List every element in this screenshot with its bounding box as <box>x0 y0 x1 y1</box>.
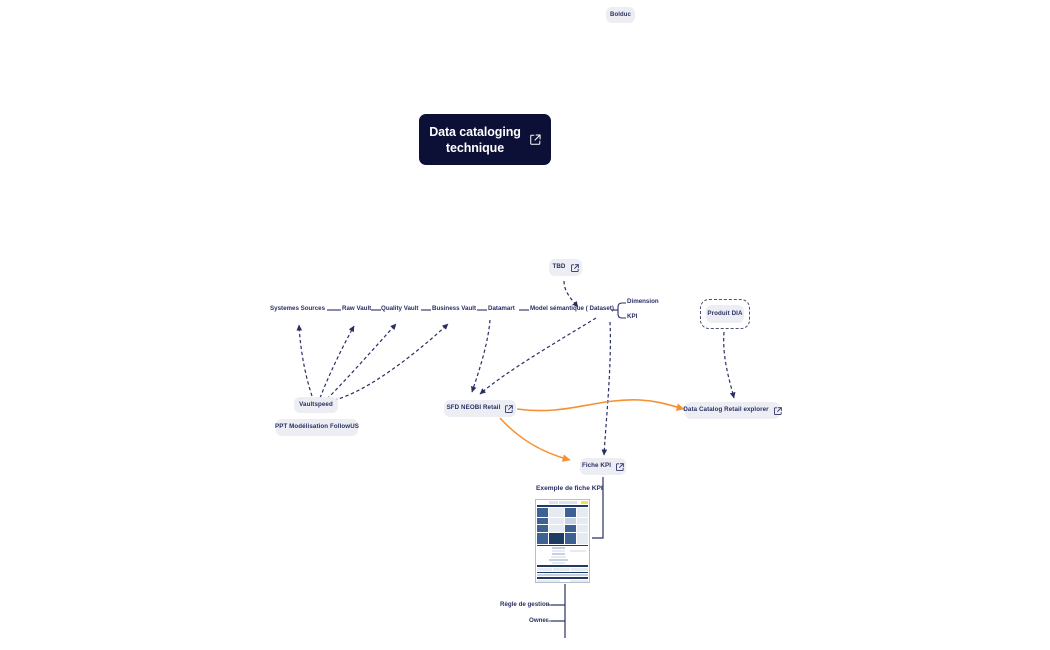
node-fiche-kpi-label: Fiche KPI <box>581 462 612 470</box>
group-frame-produit-dia <box>700 299 750 329</box>
node-data-catalog-explorer-label: Data Catalog Retail explorer <box>683 406 769 414</box>
branch-label: Dimension <box>627 298 659 305</box>
hero-title-line1: Data cataloging <box>429 124 521 139</box>
node-produit-dia-label: Produit DIA <box>707 309 743 317</box>
pipeline-stage-label: Business Vault <box>432 305 477 312</box>
node-produit-dia[interactable]: Produit DIA <box>706 305 744 323</box>
external-link-icon[interactable] <box>530 134 541 145</box>
tag-bolduc[interactable]: Bolduc <box>606 7 635 23</box>
external-link-icon[interactable] <box>505 404 514 413</box>
node-tbd-label: TBD <box>552 263 566 271</box>
tag-bolduc-label: Bolduc <box>610 12 631 18</box>
external-link-icon[interactable] <box>570 263 579 272</box>
pipeline-stage-datamart[interactable]: Datamart <box>488 305 515 312</box>
pipeline-stage-label: Quality Vault <box>381 305 419 312</box>
kpi-sheet-thumbnail[interactable] <box>535 499 590 583</box>
pipeline-stage-raw-vault[interactable]: Raw Vault <box>342 305 372 312</box>
branch-kpi[interactable]: KPI <box>627 313 638 320</box>
branch-label: KPI <box>627 313 638 320</box>
node-tbd[interactable]: TBD <box>549 259 582 276</box>
kpi-attribute-regle-de-gestion[interactable]: Règle de gestion <box>500 601 550 608</box>
node-fiche-kpi[interactable]: Fiche KPI <box>580 458 626 475</box>
hero-card-data-cataloging-technique[interactable]: Data cataloging technique <box>419 114 551 165</box>
node-sfd-neobi-retail-label: SFD NEOBI Retail <box>446 404 501 412</box>
pipeline-stage-quality-vault[interactable]: Quality Vault <box>381 305 419 312</box>
pipeline-stage-label: Datamart <box>488 305 515 312</box>
pipeline-stage-systemes-sources[interactable]: Systemes Sources <box>270 305 326 312</box>
pipeline-stage-label: Model sémantique ( Dataset) <box>530 305 614 312</box>
node-vaultspeed-label: Vaultspeed <box>299 400 333 408</box>
kpi-attribute-owner[interactable]: Owner <box>529 617 549 624</box>
external-link-icon[interactable] <box>616 462 624 471</box>
pipeline-stage-modele-semantique[interactable]: Model sémantique ( Dataset) <box>530 305 614 312</box>
pipeline-stage-label: Systemes Sources <box>270 305 326 312</box>
hero-card-title: Data cataloging technique <box>429 124 521 156</box>
kpi-example-caption: Exemple de fiche KPI <box>536 485 603 493</box>
kpi-example-caption-label: Exemple de fiche KPI <box>536 485 603 492</box>
node-sfd-neobi-retail[interactable]: SFD NEOBI Retail <box>444 400 516 417</box>
kpi-attribute-label: Owner <box>529 617 549 624</box>
branch-dimension[interactable]: Dimension <box>627 298 659 305</box>
pipeline-stage-business-vault[interactable]: Business Vault <box>432 305 477 312</box>
kpi-attribute-label: Règle de gestion <box>500 601 550 608</box>
node-ppt-modelisation-followus[interactable]: PPT Modélisation FollowUS <box>275 419 359 436</box>
node-ppt-modelisation-label: PPT Modélisation FollowUS <box>275 423 359 431</box>
hero-title-line2: technique <box>445 140 505 155</box>
node-data-catalog-retail-explorer[interactable]: Data Catalog Retail explorer <box>683 402 782 419</box>
pipeline-stage-label: Raw Vault <box>342 305 372 312</box>
node-vaultspeed[interactable]: Vaultspeed <box>294 397 338 413</box>
external-link-icon[interactable] <box>773 406 782 415</box>
